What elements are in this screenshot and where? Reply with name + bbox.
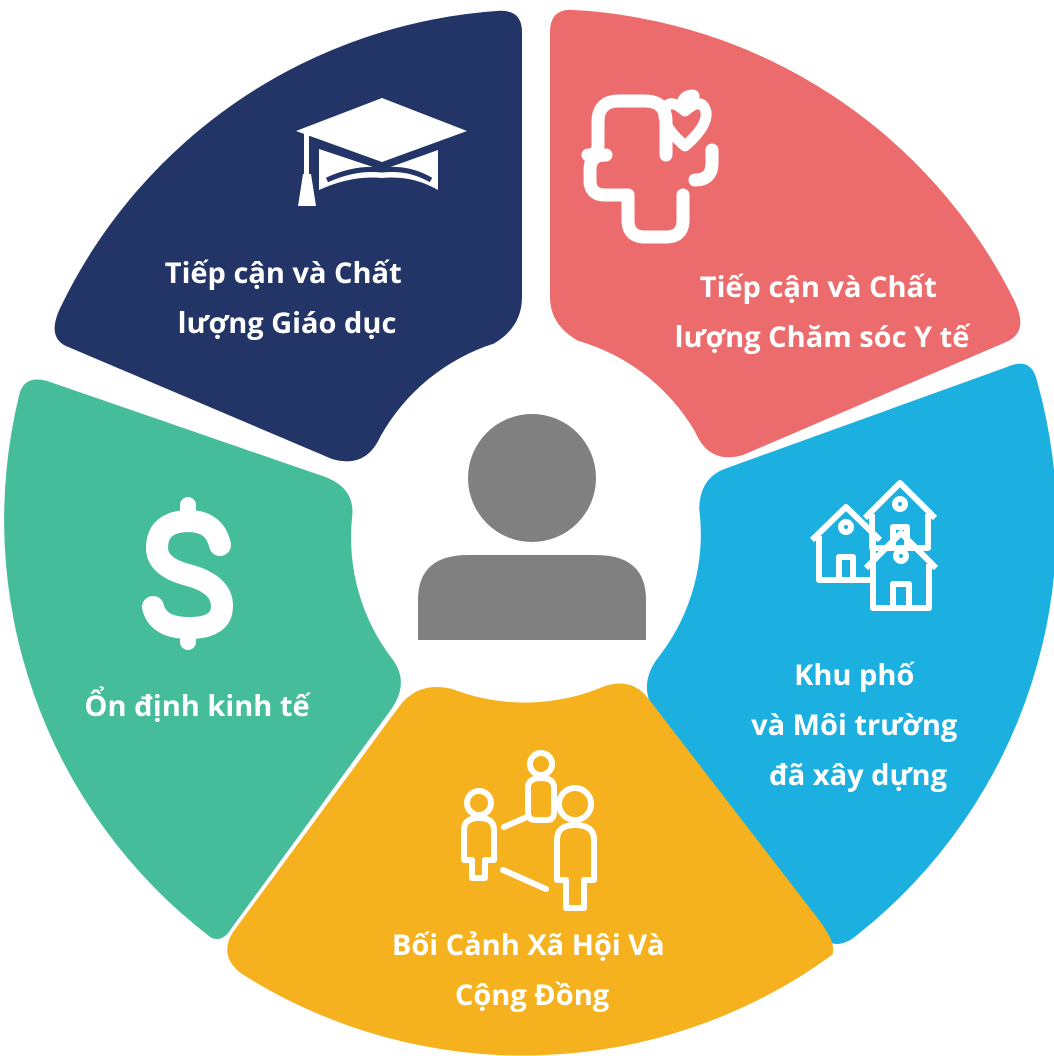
houses-icon bbox=[809, 480, 939, 611]
label-economic: Ổn định kinh tế bbox=[84, 686, 311, 725]
segment-economic bbox=[4, 379, 401, 939]
segment-education bbox=[54, 10, 522, 462]
label-neighborhood: Khu phố và Môi trường đã xây dựng bbox=[751, 655, 965, 794]
person-icon bbox=[418, 414, 646, 640]
label-education: Tiếp cận và Chất lượng Giáo dục bbox=[165, 253, 409, 342]
graduation-cap-icon bbox=[296, 98, 467, 206]
segment-neighborhood bbox=[646, 363, 1054, 944]
people-network-icon bbox=[461, 750, 597, 911]
segment-community bbox=[227, 683, 834, 1056]
label-health: Tiếp cận và Chất lượng Chăm sóc Y tế bbox=[675, 267, 972, 356]
dollar-icon bbox=[142, 497, 234, 650]
medical-cross-heart-icon bbox=[581, 89, 719, 244]
label-community: Bối Cảnh Xã Hội Và Cộng Đồng bbox=[392, 925, 672, 1014]
